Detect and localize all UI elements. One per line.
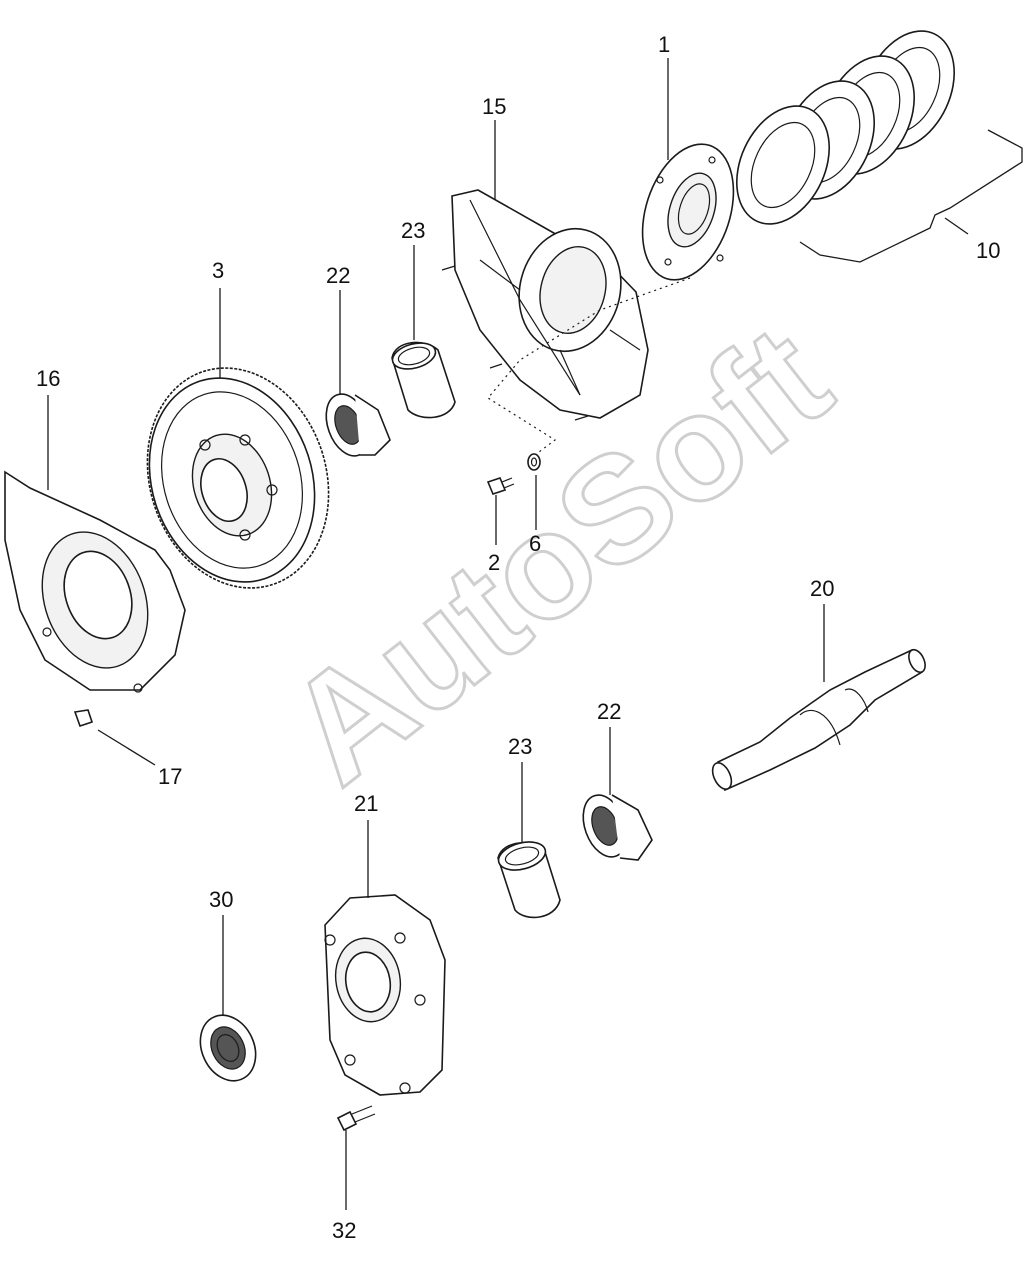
part-23-lower-bearing-cup[interactable] bbox=[495, 762, 561, 919]
callout-22-lower: 22 bbox=[597, 699, 621, 724]
part-32-bolt[interactable] bbox=[336, 1105, 376, 1210]
part-1-flange[interactable] bbox=[626, 58, 749, 292]
part-6-washer[interactable] bbox=[527, 453, 541, 530]
part-22-lower-tapered-bearing[interactable] bbox=[575, 727, 653, 863]
callout-23-upper: 23 bbox=[401, 218, 425, 243]
callout-15: 15 bbox=[482, 94, 506, 119]
callout-23-lower: 23 bbox=[508, 734, 532, 759]
part-23-upper-bearing-cup[interactable] bbox=[390, 245, 456, 419]
callout-6: 6 bbox=[529, 531, 541, 556]
part-16-guard[interactable] bbox=[4, 395, 186, 693]
part-22-upper-tapered-bearing[interactable] bbox=[318, 290, 391, 462]
callout-20: 20 bbox=[810, 576, 834, 601]
callout-1: 1 bbox=[658, 32, 670, 57]
callout-30: 30 bbox=[209, 887, 233, 912]
callout-21: 21 bbox=[354, 791, 378, 816]
callout-17: 17 bbox=[158, 764, 182, 789]
part-2-bolt[interactable] bbox=[486, 477, 515, 545]
part-20-shaft[interactable] bbox=[709, 604, 929, 792]
callout-22-upper: 22 bbox=[326, 263, 350, 288]
part-10-gaskets[interactable] bbox=[719, 16, 1023, 263]
part-21-bearing-carrier[interactable] bbox=[324, 820, 446, 1096]
callout-2: 2 bbox=[488, 550, 500, 575]
callout-32: 32 bbox=[332, 1218, 356, 1243]
part-3-gear[interactable] bbox=[120, 288, 357, 612]
callout-16: 16 bbox=[36, 366, 60, 391]
callout-10: 10 bbox=[976, 238, 1000, 263]
assembly-path-1 bbox=[487, 277, 691, 456]
part-15-housing-cover[interactable] bbox=[441, 120, 649, 421]
part-17-clip[interactable] bbox=[73, 709, 156, 766]
part-30-seal[interactable] bbox=[190, 915, 266, 1090]
callout-3: 3 bbox=[212, 258, 224, 283]
